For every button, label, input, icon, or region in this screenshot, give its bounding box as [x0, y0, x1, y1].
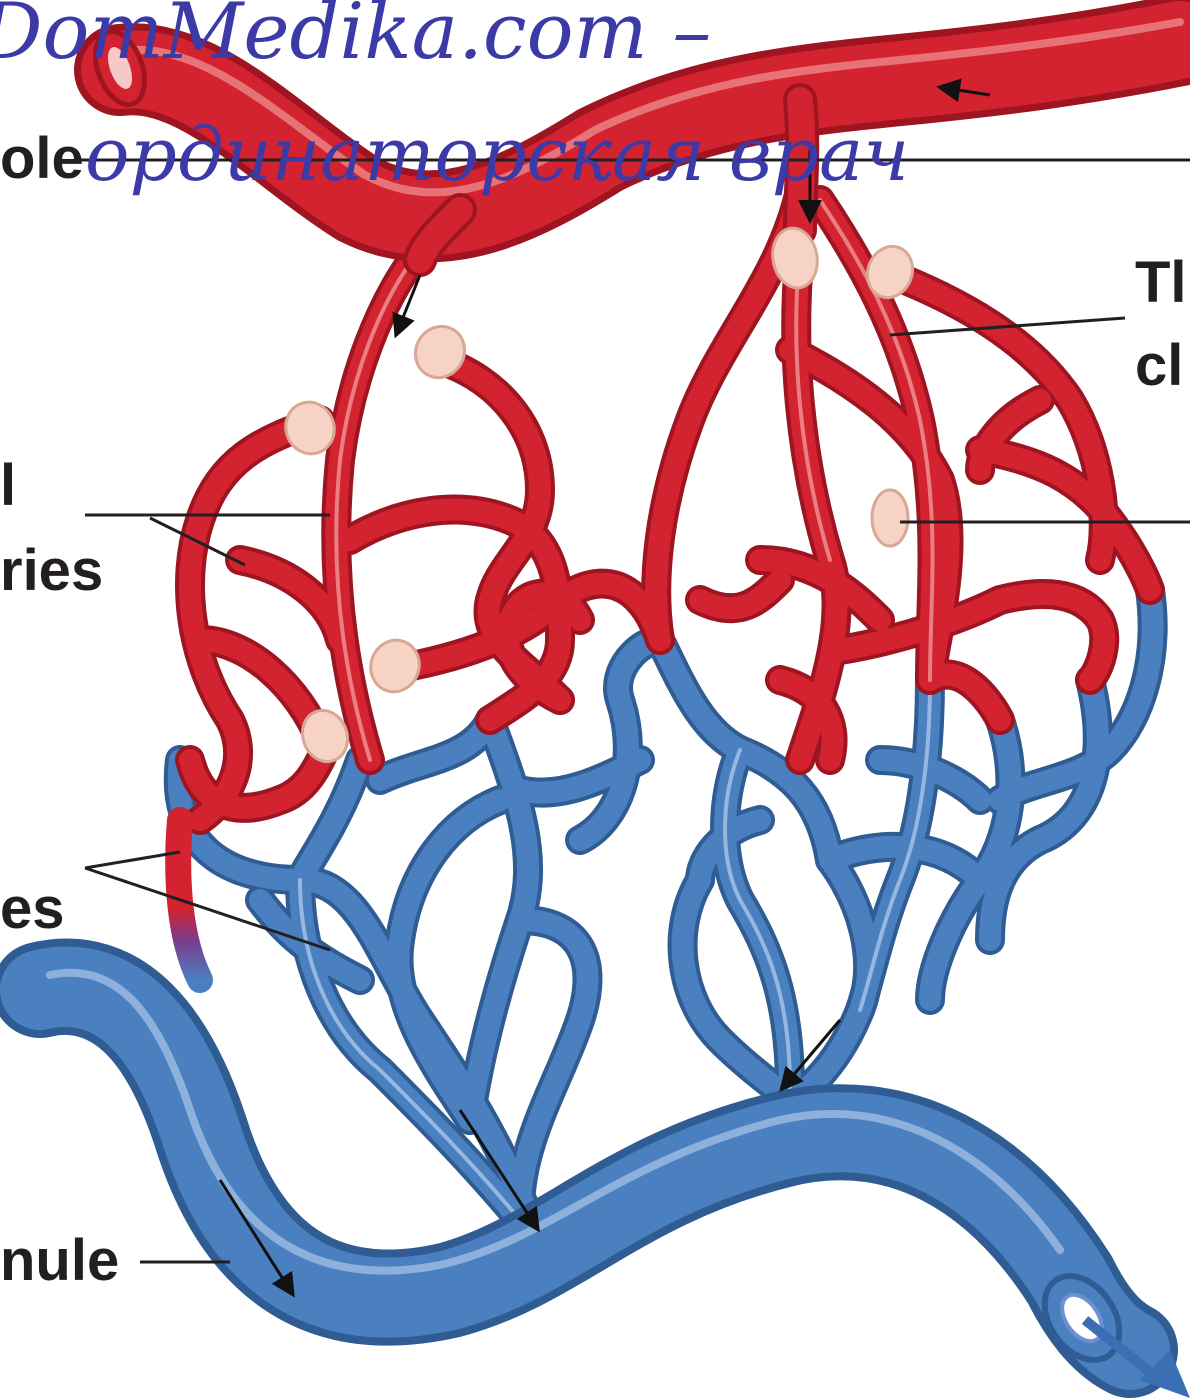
sphincter — [872, 490, 908, 546]
label-true-capillary-line2: cl — [1135, 333, 1183, 398]
label-capillaries-lower: es — [0, 876, 65, 941]
label-venule: nule — [0, 1228, 119, 1293]
watermark-line1: DomMedika.com – — [0, 0, 711, 77]
label-capillaries-line1: l — [0, 453, 16, 518]
sphincter — [364, 633, 427, 698]
venous-capillary-network — [179, 590, 1153, 1220]
label-capillaries-line2: ries — [0, 538, 103, 603]
label-true-capillary-line1: Tl — [1135, 250, 1187, 315]
watermark-line2: ординаторская врач — [85, 112, 909, 198]
label-arteriole: ole — [0, 126, 84, 191]
